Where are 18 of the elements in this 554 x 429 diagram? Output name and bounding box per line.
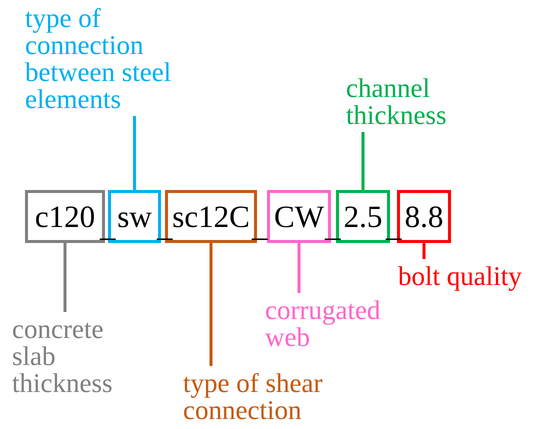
code-segment-box: sw: [108, 190, 161, 243]
leader-line: [298, 243, 300, 293]
code-segment-box: 2.5: [336, 190, 390, 243]
code-segment-box: c120: [25, 190, 105, 243]
annotation-text: channel thickness: [346, 75, 476, 129]
annotation-text: bolt quality: [398, 263, 554, 290]
code-segment-box: CW: [267, 190, 331, 243]
annotation-text: type of shear connection: [183, 370, 383, 424]
leader-line: [210, 243, 212, 366]
annotation-text: type of connection between steel elements: [25, 5, 225, 113]
leader-line: [133, 116, 136, 190]
leader-line: [64, 243, 66, 312]
annotation-text: concrete slab thickness: [12, 316, 152, 397]
leader-line: [422, 243, 426, 259]
code-segment-box: 8.8: [397, 190, 451, 243]
leader-line: [362, 132, 364, 190]
annotation-text: corrugated web: [265, 297, 405, 351]
code-segment-box: sc12C: [165, 190, 257, 243]
